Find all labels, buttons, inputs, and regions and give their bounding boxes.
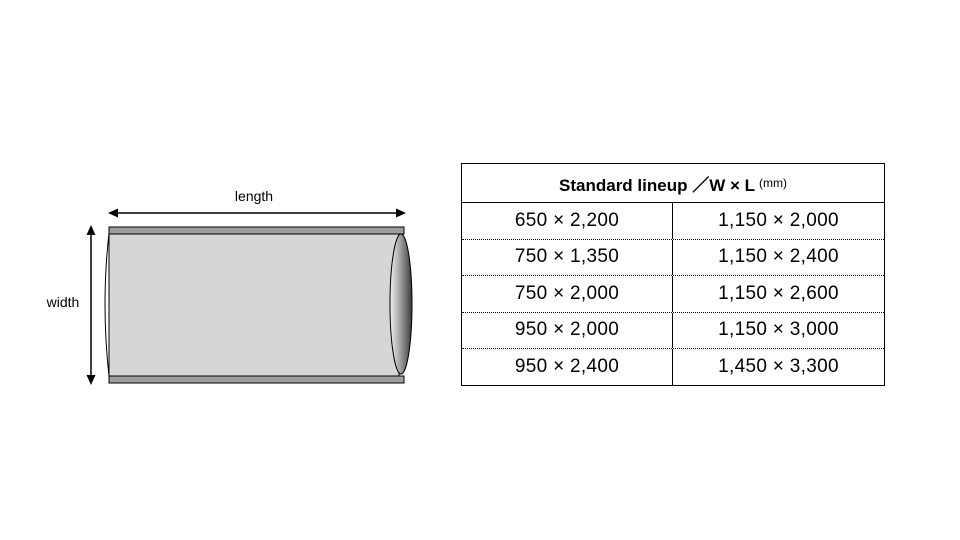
tube-open-end [389, 233, 413, 375]
tube-left-curve [104, 232, 110, 377]
width-label: width [46, 294, 80, 310]
table-cell: 1,150 × 2,600 [718, 282, 839, 304]
table-row: 650 × 2,200 1,150 × 2,000 [462, 203, 884, 240]
table-row: 750 × 1,350 1,150 × 2,400 [462, 239, 884, 276]
table-cell: 1,150 × 2,400 [718, 246, 839, 268]
table-row: 950 × 2,400 1,450 × 3,300 [462, 349, 884, 386]
table-cell: 750 × 2,000 [462, 276, 673, 312]
table-row: 950 × 2,000 1,150 × 3,000 [462, 312, 884, 349]
table-title: Standard lineup ／W × L [559, 175, 755, 195]
length-arrow [108, 208, 406, 218]
table-header: Standard lineup ／W × L (mm) [462, 164, 884, 203]
tube-top-rim [108, 226, 405, 235]
table-cell: 650 × 2,200 [462, 203, 673, 239]
table-cell: 950 × 2,000 [462, 312, 673, 348]
table-row: 750 × 2,000 1,150 × 2,600 [462, 276, 884, 313]
standard-lineup-table: Standard lineup ／W × L (mm) 650 × 2,200 … [461, 163, 885, 386]
length-label: length [235, 188, 273, 204]
table-cell: 750 × 1,350 [462, 239, 673, 275]
table-cell: 1,150 × 2,000 [718, 209, 839, 231]
table-unit: (mm) [759, 176, 787, 190]
table-cell: 1,450 × 3,300 [718, 356, 839, 378]
width-arrow [86, 225, 96, 385]
table-cell: 950 × 2,400 [462, 349, 673, 386]
tube-body [108, 232, 400, 377]
table-cell: 1,150 × 3,000 [718, 319, 839, 341]
tube-diagram: length width [46, 188, 413, 385]
tube-bottom-rim [108, 375, 405, 384]
